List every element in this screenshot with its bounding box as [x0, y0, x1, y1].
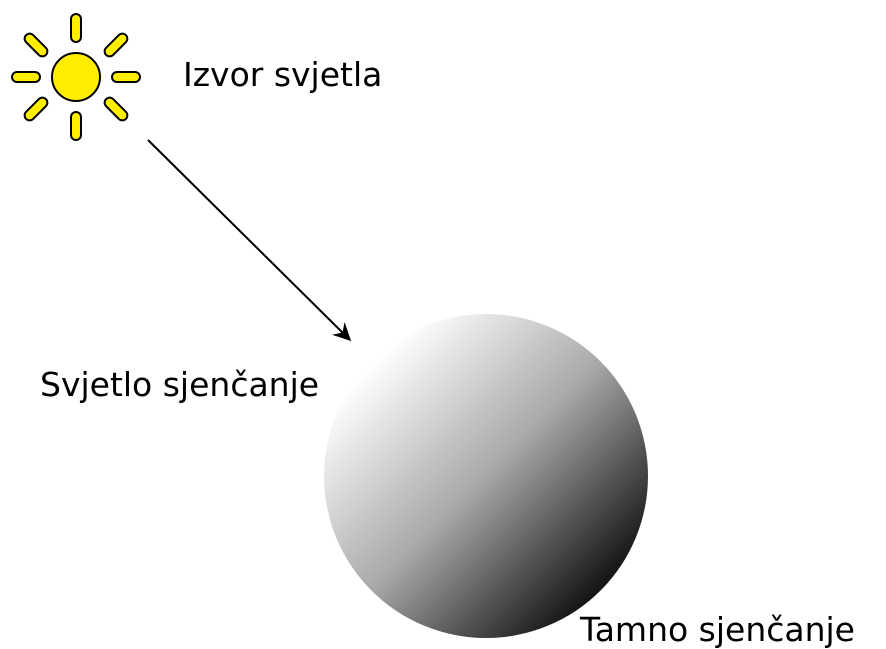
- light-source-label: Izvor svjetla: [183, 55, 383, 94]
- dark-shading-label: Tamno sjenčanje: [580, 610, 855, 649]
- sun-icon: [11, 13, 141, 141]
- sun-disc: [51, 52, 101, 102]
- shaded-sphere: [324, 314, 648, 638]
- sun-rays: [11, 13, 141, 141]
- light-shading-label: Svjetlo sjenčanje: [40, 365, 320, 404]
- light-ray-arrow: [147, 139, 352, 342]
